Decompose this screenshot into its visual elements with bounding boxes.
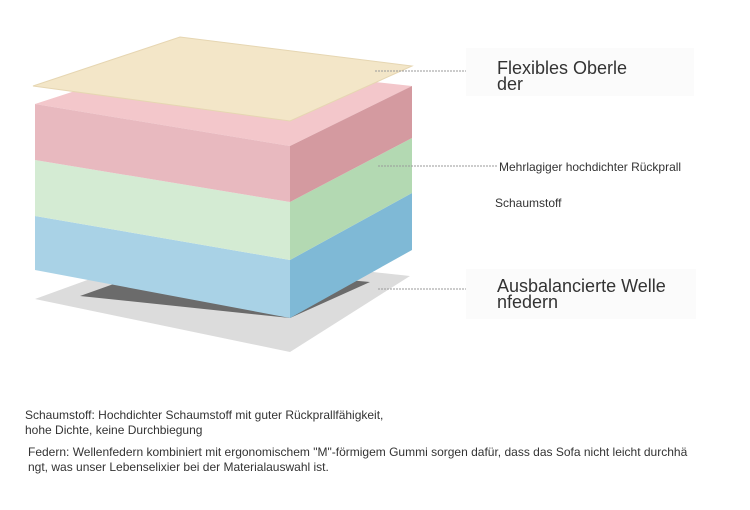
description-springs: Federn: Wellenfedern kombiniert mit ergo… — [28, 445, 688, 474]
green-layer-side — [290, 138, 412, 260]
pink-layer-side — [290, 86, 412, 202]
label-wave-springs: Ausbalancierte Welle nfedern — [497, 276, 666, 312]
label-panel-top — [466, 48, 694, 96]
label-panel-bottom — [466, 269, 696, 319]
blue-layer-side — [290, 193, 412, 318]
pink-layer-front — [35, 104, 290, 202]
foam-layer-stack-diagram — [32, 36, 500, 352]
label-foam: Schaumstoff — [495, 196, 562, 210]
description-foam: Schaumstoff: Hochdichter Schaumstoff mit… — [25, 408, 384, 437]
green-layer-front — [35, 160, 290, 260]
label-flexible-cover: Flexibles Oberle der — [497, 58, 628, 94]
cover-sheet — [32, 36, 414, 122]
blue-layer-front — [35, 216, 290, 318]
label-multilayer-foam: Mehrlagiger hochdichter Rückprall — [499, 160, 682, 174]
